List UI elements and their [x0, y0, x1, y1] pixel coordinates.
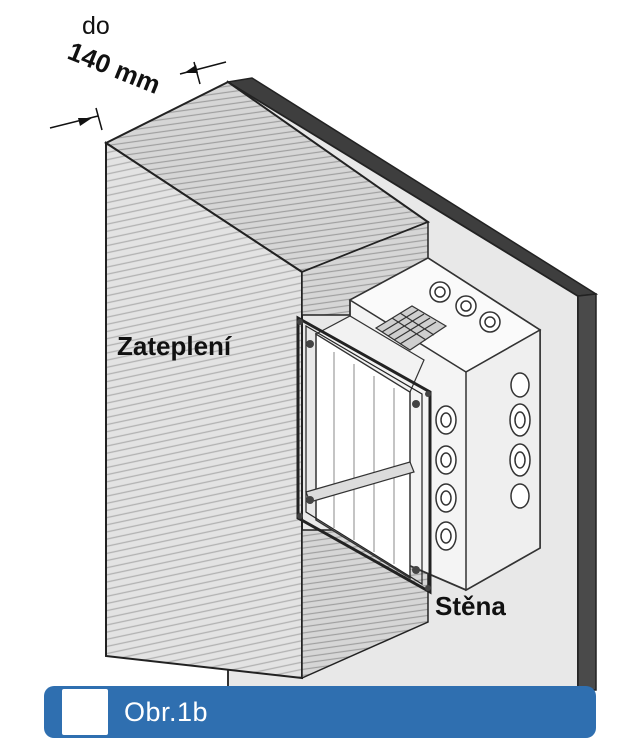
top-knockouts	[429, 281, 501, 333]
figure-caption-bar: Obr.1b	[44, 686, 596, 738]
wall-label: Stěna	[435, 591, 506, 621]
insulation-label: Zateplení	[117, 331, 232, 361]
side-knockouts	[435, 372, 531, 551]
dimension-prefix: do	[82, 12, 110, 40]
dimension-marker	[49, 61, 227, 131]
top-grille	[374, 305, 448, 351]
dimension-value: 140 mm	[64, 36, 165, 100]
figure-caption: Obr.1b	[124, 696, 209, 727]
mounting-frame	[296, 315, 432, 595]
junction-box	[296, 256, 542, 595]
caption-marker-box	[62, 689, 108, 735]
